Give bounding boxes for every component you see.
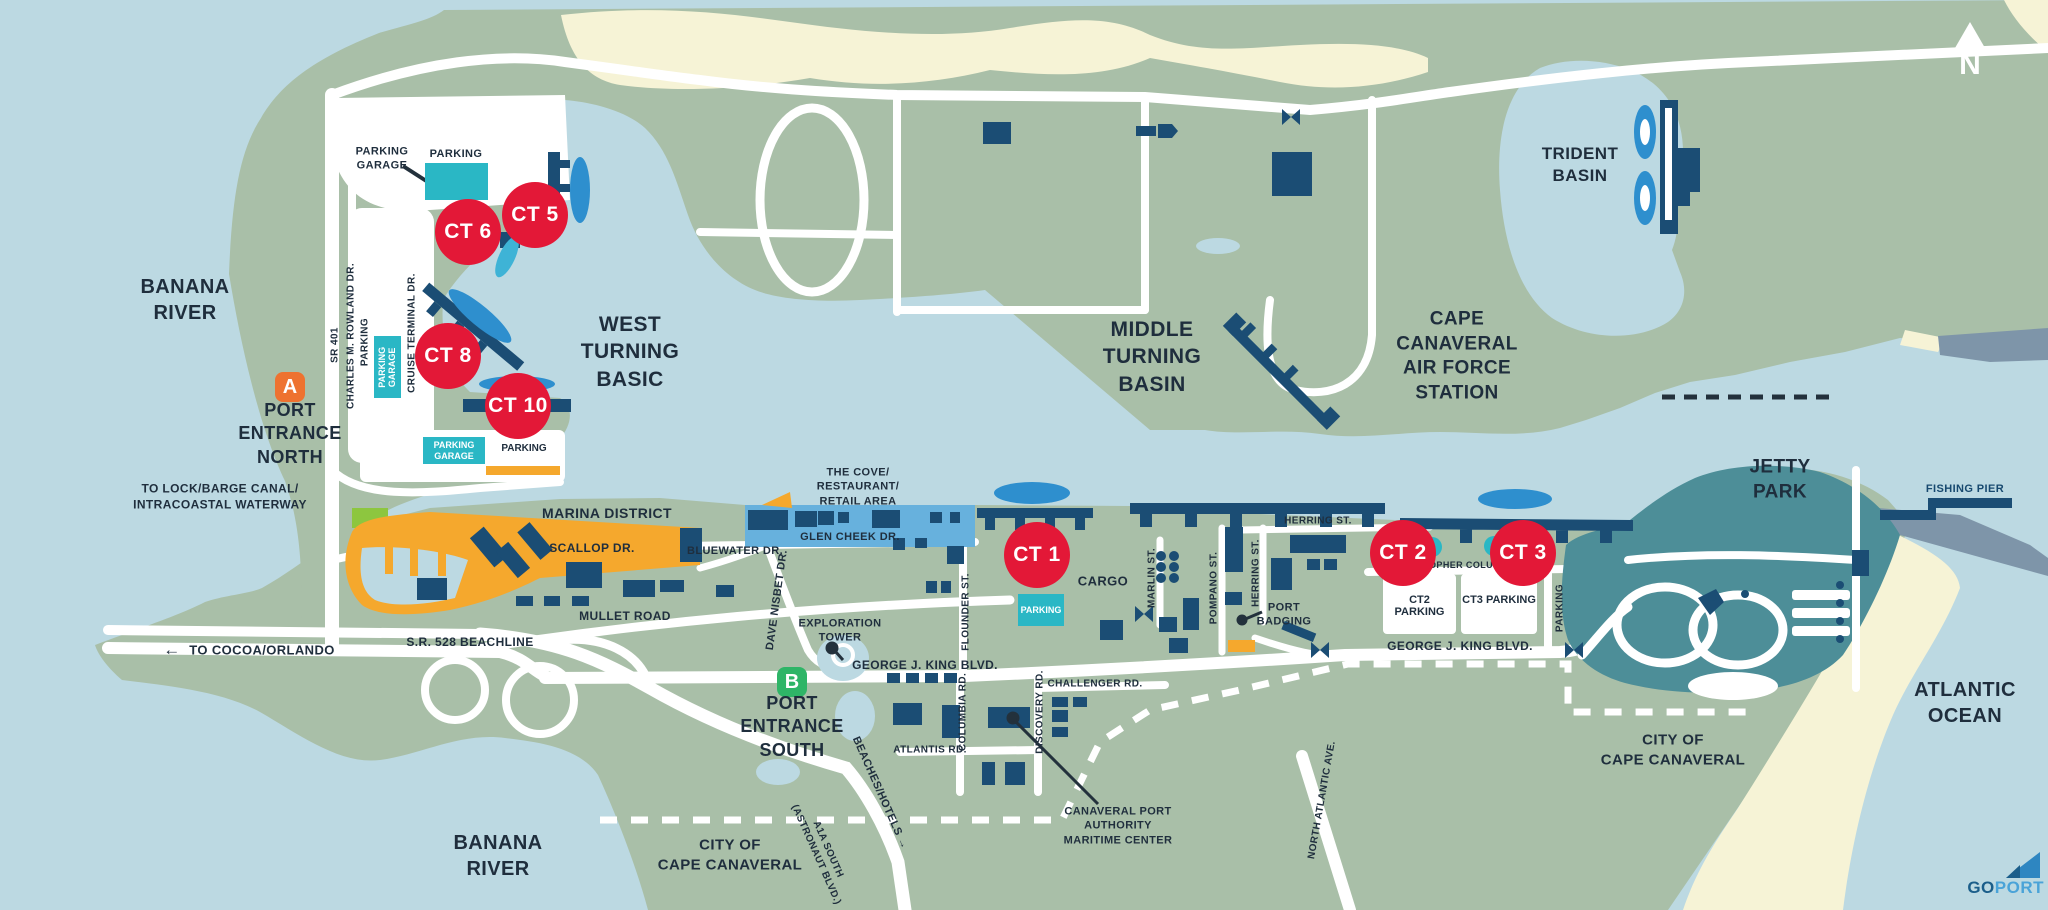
- parking-garage-mid-box: PARKING GARAGE: [374, 336, 401, 398]
- beach-areas: [561, 0, 2048, 910]
- boundary-lines: [600, 394, 1833, 824]
- road-dave-nisbet-label: DAVE NISBET DR.: [763, 549, 790, 651]
- maritime-center-label: CANAVERAL PORT AUTHORITY MARITIME CENTER: [1063, 805, 1173, 847]
- road-pompano-label: POMPANO ST.: [1208, 551, 1220, 625]
- the-cove-label: THE COVE/ RESTAURANT/ RETAIL AREA: [816, 466, 900, 508]
- road-george-king-center-label: GEORGE J. KING BLVD.: [852, 658, 998, 673]
- south-landmass: [95, 467, 1910, 910]
- exploration-tower-label: EXPLORATION TOWER: [798, 617, 882, 644]
- port-entrance-south-badge: B: [777, 667, 807, 697]
- road-sr401-label: SR 401: [329, 327, 341, 363]
- cape-afs-label: CAPE CANAVERAL AIR FORCE STATION: [1396, 308, 1518, 404]
- ponds: [756, 238, 1240, 785]
- road-scallop-label: SCALLOP DR.: [549, 541, 635, 556]
- terminal-marker-ct8: CT 8: [415, 323, 481, 389]
- road-charles-rowland-label: CHARLES M. ROWLAND DR.: [345, 262, 357, 410]
- gate-markers: [1135, 109, 1583, 658]
- trident-submarines: [1634, 100, 1700, 234]
- fishing-pier-structure: [1880, 498, 2012, 520]
- road-mullet-label: MULLET ROAD: [579, 609, 671, 624]
- port-entrance-north-badge: A: [275, 372, 305, 402]
- port-entrance-south-label: PORT ENTRANCE SOUTH: [740, 692, 844, 760]
- road-discovery-label: DISCOVERY RD.: [1034, 670, 1046, 754]
- fishing-pier-label: FISHING PIER: [1925, 482, 2005, 495]
- banana-river-north-label: BANANA RIVER: [140, 276, 230, 324]
- north-arrow-icon: [1955, 22, 1985, 48]
- jetty-park: [1561, 465, 1900, 700]
- road-atlantis-label: ATLANTIS RD.: [893, 744, 967, 756]
- parking-vertical-label: PARKING: [359, 317, 371, 367]
- goport-logo: GOPORT: [1952, 848, 2044, 898]
- road-challenger-label: CHALLENGER RD.: [1047, 678, 1143, 690]
- parking-garage-nw-box: [425, 163, 488, 200]
- goport-sail-icon: [1952, 848, 2044, 878]
- terminal-marker-ct1: CT 1: [1004, 522, 1070, 588]
- parking-garage-mid-text: PARKING GARAGE: [377, 346, 398, 388]
- jetty-parking-vertical-label: PARKING: [1554, 583, 1566, 633]
- parking-garage-ct10-box: PARKING GARAGE: [423, 437, 485, 464]
- ct3-parking-label: CT3 PARKING: [1462, 594, 1536, 606]
- banana-river-south-label: BANANA RIVER: [453, 832, 543, 880]
- terminal-marker-ct5: CT 5: [502, 182, 568, 248]
- jetty-park-label: JETTY PARK: [1749, 456, 1811, 502]
- goport-go-text: GO: [1967, 878, 1995, 897]
- terminal-marker-ct6: CT 6: [435, 199, 501, 265]
- port-badging-label: PORT BADGING: [1256, 601, 1312, 628]
- ct2-parking-label: CT2 PARKING: [1394, 594, 1445, 618]
- to-cocoa-orlando-label: TO COCOA/ORLANDO: [189, 642, 335, 658]
- road-sr528-label: S.R. 528 BEACHLINE: [406, 635, 534, 650]
- buildings: [417, 122, 1346, 785]
- port-entrance-north-label: PORT ENTRANCE NORTH: [238, 399, 342, 467]
- cargo-label: CARGO: [1077, 573, 1129, 589]
- marina-district-label: MARINA DISTRICT: [542, 504, 672, 521]
- west-turning-basin-label: WEST TURNING BASIC: [580, 313, 680, 391]
- road-flounder-label: FLOUNDER ST.: [960, 573, 972, 651]
- compass-letter: N: [1959, 48, 1981, 81]
- road-cruise-terminal-label: CRUISE TERMINAL DR.: [406, 273, 418, 393]
- to-lock-barge-label: TO LOCK/BARGE CANAL/ INTRACOASTAL WATERW…: [133, 481, 307, 511]
- west-arrow-icon: ←: [163, 639, 181, 659]
- trident-basin-label: TRIDENT BASIN: [1541, 143, 1619, 185]
- parking-ct10-box: PARKING: [488, 436, 560, 461]
- north-compass: N: [1942, 22, 1998, 80]
- southeast-arrow-icon: →: [894, 835, 911, 852]
- rock-jetties: [1862, 328, 2048, 576]
- road-bluewater-label: BLUEWATER DR.: [686, 544, 784, 557]
- city-cape-canaveral-south-label: CITY OF CAPE CANAVERAL: [657, 836, 803, 874]
- goport-port-text: PORT: [1994, 878, 2044, 897]
- road-north-atlantic-label: NORTH ATLANTIC AVE.: [1306, 740, 1338, 860]
- road-herring-horizontal-label: HERRING ST.: [1284, 515, 1352, 527]
- city-cape-canaveral-east-label: CITY OF CAPE CANAVERAL: [1600, 731, 1746, 769]
- road-columbia-label: COLUMBIA RD.: [957, 672, 969, 752]
- terminal-marker-ct2: CT 2: [1370, 520, 1436, 586]
- parking-garage-nw-label: PARKING GARAGE: [355, 145, 409, 172]
- middle-turning-basin-label: MIDDLE TURNING BASIN: [1102, 318, 1202, 396]
- terminal-marker-ct10: CT 10: [485, 373, 551, 439]
- parking-ct1-box: PARKING: [1018, 594, 1064, 626]
- atlantic-ocean-label: ATLANTIC OCEAN: [1914, 679, 2016, 727]
- parking-nw-lot-label: PARKING: [429, 147, 483, 160]
- piers: [422, 152, 1633, 543]
- terminal-marker-ct3: CT 3: [1490, 520, 1556, 586]
- road-glen-cheek-label: GLEN CHEEK DR.: [800, 530, 900, 543]
- road-herring-vertical-label: HERRING ST.: [1250, 539, 1262, 607]
- road-george-king-east-label: GEORGE J. KING BLVD.: [1387, 639, 1533, 654]
- road-marlin-label: MARLIN ST.: [1146, 547, 1158, 609]
